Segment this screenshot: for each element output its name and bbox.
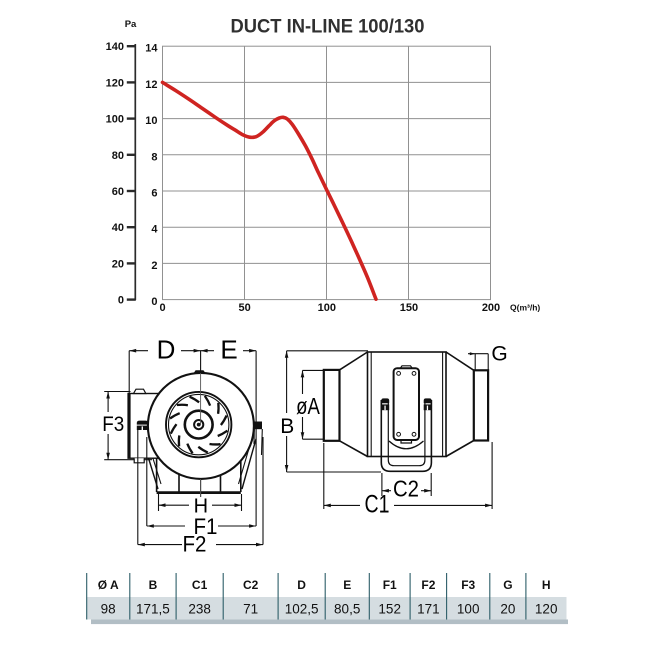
svg-text:200: 200 [482, 302, 500, 314]
svg-text:0: 0 [151, 296, 157, 308]
svg-text:øA: øA [296, 393, 320, 419]
svg-text:80,5: 80,5 [334, 602, 360, 617]
svg-text:F2: F2 [183, 531, 207, 556]
svg-text:60: 60 [112, 186, 124, 198]
svg-text:Pa: Pa [125, 19, 137, 30]
svg-text:98: 98 [101, 602, 116, 617]
svg-text:150: 150 [400, 302, 418, 314]
svg-text:152: 152 [378, 602, 401, 617]
svg-text:F3: F3 [102, 413, 124, 436]
svg-text:8: 8 [151, 151, 157, 163]
svg-text:71: 71 [243, 602, 258, 617]
svg-text:40: 40 [112, 222, 124, 234]
svg-text:DUCT IN-LINE 100/130: DUCT IN-LINE 100/130 [231, 17, 425, 38]
svg-text:C1: C1 [192, 578, 208, 592]
svg-text:C2: C2 [393, 476, 419, 502]
svg-text:102,5: 102,5 [285, 602, 319, 617]
svg-text:C1: C1 [365, 490, 390, 518]
svg-text:100: 100 [457, 602, 480, 617]
svg-text:14: 14 [145, 43, 158, 55]
svg-text:H: H [542, 578, 551, 592]
svg-text:6: 6 [151, 188, 157, 200]
svg-text:10: 10 [145, 115, 157, 127]
svg-text:D: D [297, 578, 306, 592]
svg-text:20: 20 [500, 602, 515, 617]
svg-text:80: 80 [112, 150, 124, 162]
svg-text:100: 100 [318, 302, 336, 314]
svg-text:0: 0 [159, 302, 165, 314]
svg-text:F1: F1 [383, 578, 397, 592]
svg-text:F3: F3 [461, 578, 475, 592]
svg-text:B: B [280, 415, 294, 438]
svg-text:Ø A: Ø A [98, 578, 119, 592]
svg-text:20: 20 [112, 258, 124, 270]
svg-text:120: 120 [535, 602, 558, 617]
svg-text:140: 140 [106, 41, 124, 53]
svg-text:120: 120 [106, 77, 124, 89]
svg-text:D: D [157, 335, 176, 365]
svg-text:2: 2 [151, 260, 157, 272]
svg-text:171,5: 171,5 [136, 602, 170, 617]
svg-text:F2: F2 [421, 578, 435, 592]
svg-text:238: 238 [188, 602, 211, 617]
svg-text:171: 171 [417, 602, 440, 617]
svg-text:G: G [491, 343, 507, 366]
svg-text:B: B [149, 578, 158, 592]
svg-text:12: 12 [145, 79, 157, 91]
svg-text:E: E [343, 578, 351, 592]
svg-text:0: 0 [118, 295, 124, 307]
svg-text:4: 4 [151, 224, 158, 236]
svg-text:Q(m³/h): Q(m³/h) [510, 303, 540, 313]
svg-text:G: G [503, 578, 512, 592]
svg-text:C2: C2 [243, 578, 259, 592]
svg-text:E: E [220, 335, 237, 365]
svg-text:100: 100 [106, 114, 124, 126]
svg-text:50: 50 [238, 302, 250, 314]
